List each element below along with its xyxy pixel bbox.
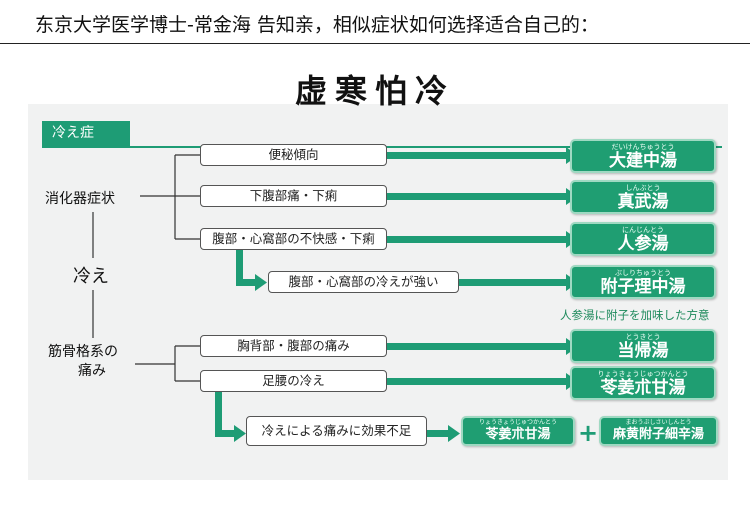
result-ruby: りょうきょうじゅつかんとう [597,370,689,378]
condition-constipation: 便秘傾向 [200,144,387,166]
condition-abdominal-cold: 腹部・心窩部の冷えが強い [268,271,459,293]
result-shinbuto: しんぶとう 真武湯 [570,180,716,214]
condition-abdominal-discomfort: 腹部・心窩部の不快感・下痢 [200,228,387,250]
label-muscle-line2: 痛み [78,363,106,379]
result-ruby: にんじんとう [622,226,664,234]
label-digestive: 消化器症状 [45,191,115,207]
header-divider [0,43,750,44]
page-header: 东京大学医学博士-常金海 告知亲，相似症状如何选择适合自己的： [0,0,750,44]
result-name: 人参湯 [617,234,669,254]
condition-leg-waist-cold: 足腰の冷え [200,370,387,392]
label-muscle-line1: 筋骨格系の [48,344,118,360]
result-name: 大建中湯 [609,151,677,171]
result-name: 苓姜朮甘湯 [485,427,551,442]
plus-sign: + [578,419,599,447]
result-ruby: しんぶとう [625,184,661,192]
result-maobushisaishinto: まおうぶしさいしんとう 麻黄附子細辛湯 [599,416,718,446]
condition-insufficient-effect: 冷えによる痛みに効果不足 [246,416,427,446]
note-text: 人参湯に附子を加味した方意 [560,308,710,322]
result-bushirichuto: ぶしりちゅうとう 附子理中湯 [570,265,716,299]
result-ruby: ぶしりちゅうとう [615,269,671,277]
result-ryokyojutsukanto: りょうきょうじゅつかんとう 苓姜朮甘湯 [570,366,716,400]
result-ninjinto: にんじんとう 人参湯 [570,222,716,256]
condition-chest-back-pain: 胸背部・腹部の痛み [200,335,387,357]
result-ryokyojutsukanto-small: りょうきょうじゅつかんとう 苓姜朮甘湯 [461,416,575,446]
header-text: 东京大学医学博士-常金海 告知亲，相似症状如何选择适合自己的： [35,14,599,36]
category-tag: 冷え症 [42,121,130,146]
result-ruby: とうきとう [625,333,661,341]
result-ruby: まおうぶしさいしんとう [625,419,692,426]
condition-lower-abdominal-pain: 下腹部痛・下痢 [200,185,387,207]
result-name: 苓姜朮甘湯 [600,378,686,398]
result-name: 当帰湯 [617,341,669,361]
result-daikenchuto: だいけんちゅうとう 大建中湯 [570,139,716,173]
result-name: 真武湯 [617,192,669,212]
result-ruby: りょうきょうじゅつかんとう [478,419,557,426]
result-name: 麻黄附子細辛湯 [612,427,704,442]
result-name: 附子理中湯 [600,277,686,297]
result-ruby: だいけんちゅうとう [611,143,675,151]
label-chill: 冷え [73,266,109,287]
result-tokito: とうきとう 当帰湯 [570,329,716,363]
main-title: 虚寒怕冷 [294,72,455,110]
